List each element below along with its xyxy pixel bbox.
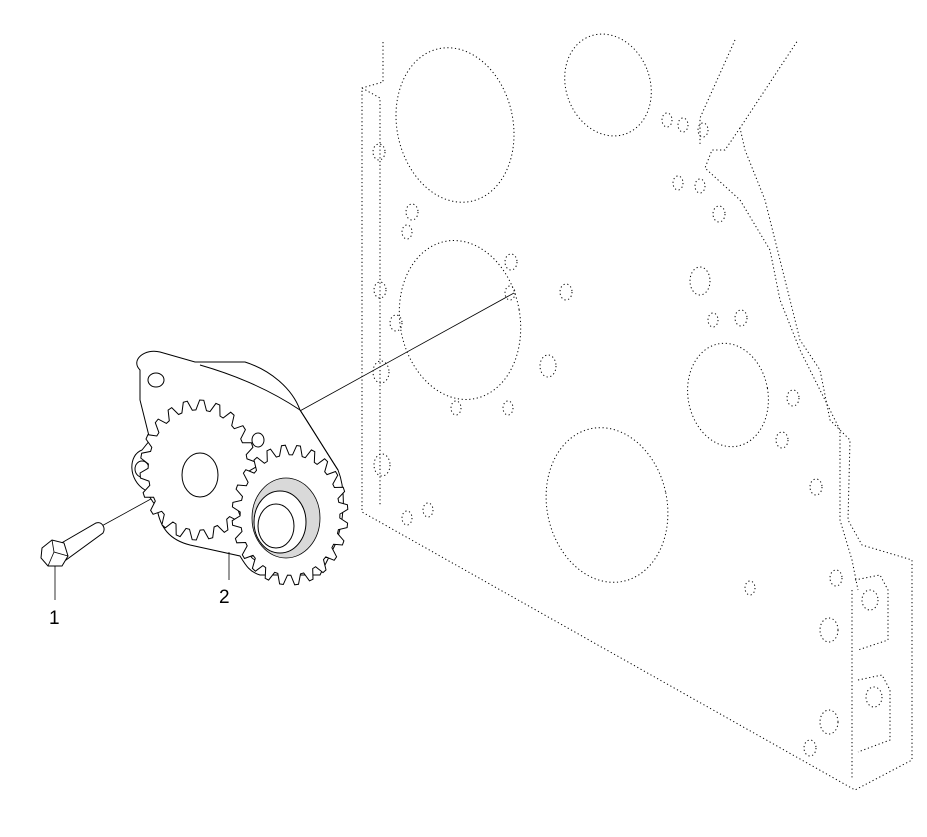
callout-1: 1 bbox=[49, 566, 60, 629]
pump-ear-hole-top bbox=[147, 372, 165, 388]
bolt-shank bbox=[57, 522, 105, 561]
callout-2-label: 2 bbox=[219, 587, 230, 608]
engine-front-plate bbox=[361, 33, 913, 791]
callout-2: 2 bbox=[219, 552, 230, 608]
plate-opening-middle bbox=[398, 240, 522, 400]
oil-pump-assembly bbox=[131, 350, 349, 586]
drive-gear-hub-inner bbox=[257, 503, 295, 549]
idler-gear-bore bbox=[181, 452, 219, 498]
plate-bolt-holes bbox=[372, 112, 883, 757]
plate-opening-bottom bbox=[545, 427, 669, 583]
bolt-head bbox=[40, 539, 69, 567]
plate-opening-top-right bbox=[564, 33, 652, 137]
drive-gear-hub bbox=[253, 490, 307, 554]
idler-gear bbox=[139, 399, 257, 541]
plate-outline bbox=[361, 39, 913, 791]
bolt bbox=[40, 522, 105, 567]
pump-to-plate-line bbox=[297, 292, 515, 413]
plate-opening-top bbox=[395, 47, 515, 203]
pump-hole-upper bbox=[251, 432, 265, 448]
plate-opening-right bbox=[687, 342, 769, 448]
drive-gear bbox=[231, 444, 349, 586]
callout-1-label: 1 bbox=[49, 608, 60, 629]
